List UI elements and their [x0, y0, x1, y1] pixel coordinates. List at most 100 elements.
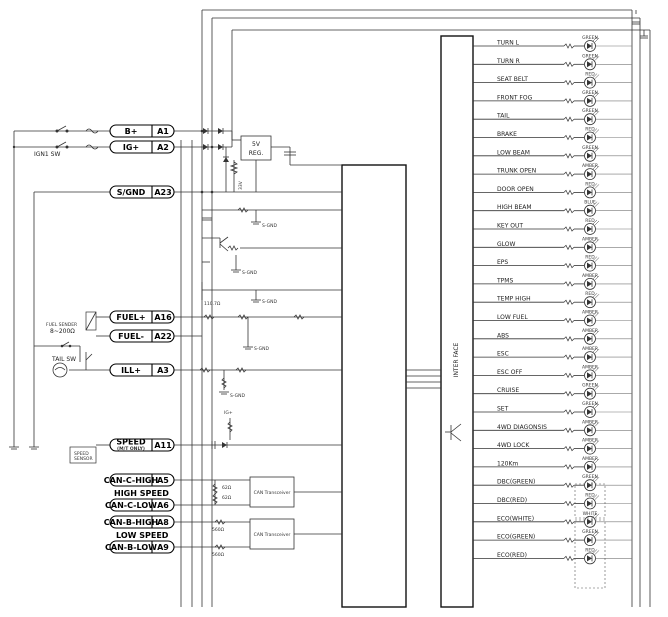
interface-label: INTER FACE	[453, 342, 460, 377]
fuel-sender-label-line1: FUEL SENDER	[46, 322, 77, 328]
indicator-color: BLUE	[584, 200, 596, 206]
power-input-wiring: 33V	[12, 125, 342, 440]
indicator-color: RED	[585, 127, 595, 133]
indicator-name: KEY OUT	[497, 223, 523, 230]
connector-label: CAN-B-LOW	[105, 543, 157, 552]
indicator-color: GREEN	[582, 383, 598, 389]
indicator-low-beam: LOW BEAM GREEN	[473, 145, 632, 162]
indicator-name: SET	[497, 406, 509, 413]
ig-plus-label: IG+	[224, 410, 233, 416]
speed-sensor-label-line1: SPEED	[74, 451, 89, 457]
can-resistor-2-label: 62Ω	[222, 495, 232, 501]
indicator-eps: EPS RED	[473, 255, 632, 272]
connector-pin: A3	[157, 366, 169, 375]
indicator-front-fog: FRONT FOG GREEN	[473, 90, 632, 107]
connector-label: FUEL+	[116, 313, 145, 322]
indicator-name: FRONT FOG	[497, 94, 533, 101]
indicator-color: GREEN	[582, 145, 598, 151]
indicator-name: LOW BEAM	[497, 149, 530, 156]
connector-label: SPEED	[116, 438, 146, 447]
connector-pin: A11	[154, 441, 172, 450]
speed-input-wiring	[9, 418, 342, 450]
connector-sublabel: (M/T ONLY)	[117, 446, 145, 452]
indicator-name: ECO(WHITE)	[497, 515, 534, 522]
connector-pin: A6	[157, 501, 169, 510]
can-transceiver-1-label: CAN Transceiver	[254, 490, 291, 496]
indicator-name: SEAT BELT	[497, 76, 528, 83]
connector-a2: IG+ A2	[109, 140, 175, 154]
indicator-color: AMBER	[582, 456, 598, 462]
can-transceiver-2	[249, 518, 295, 550]
indicator-color: GREEN	[582, 90, 598, 96]
sgnd-label-5: S-GND	[230, 393, 245, 399]
eco-group-outline	[574, 519, 606, 589]
interface-bus	[406, 369, 441, 389]
indicator-color: AMBER	[582, 364, 598, 370]
indicator-name: LOW FUEL	[497, 314, 528, 321]
connector-label: IG+	[123, 143, 139, 152]
connector-label: CAN-B-HIGH	[104, 518, 158, 527]
indicator-name: TPMS	[496, 277, 513, 284]
indicator-eco-green: ECO(GREEN)GREEN	[473, 529, 632, 546]
sgnd-wiring	[33, 190, 342, 440]
indicator-low-fuel: LOW FUEL AMBER	[473, 310, 632, 327]
indicator-name: EPS	[497, 259, 508, 266]
connector-pin: A23	[154, 188, 171, 197]
zener-label: 33V	[238, 180, 244, 190]
indicator-name: 4WD DIAGONSIS	[497, 424, 547, 431]
indicator-color: RED	[585, 493, 595, 499]
indicator-name: ESC OFF	[497, 369, 523, 376]
speed-sensor-label-line2: SENSOR	[74, 456, 93, 462]
indicator-color: AMBER	[582, 310, 598, 316]
can-transceiver-1	[249, 476, 295, 508]
ign-switch-label: IGN1 SW	[34, 151, 60, 158]
indicator-color: RED	[585, 72, 595, 78]
indicator-color: RED	[585, 255, 595, 261]
connector-label: CAN-C-HIGH	[104, 476, 158, 485]
indicator-color: AMBER	[582, 438, 598, 444]
can-wiring	[174, 479, 342, 550]
sgnd-label-4: S-GND	[254, 346, 269, 352]
indicator-name: DBC(GREEN)	[497, 479, 535, 486]
sgnd-label-1: S-GND	[262, 223, 277, 229]
connector-pin: A8	[157, 518, 169, 527]
connector-pin: A1	[157, 127, 169, 136]
connector-label: FUEL-	[118, 332, 144, 341]
indicator-name: TRUNK OPEN	[496, 168, 536, 175]
indicator-door-open: DOOR OPEN RED	[473, 181, 632, 199]
indicator-color: AMBER	[582, 346, 598, 352]
indicator-name: HIGH BEAM	[497, 204, 532, 211]
indicator-name: ESC	[497, 351, 509, 358]
indicator-esc: ESC AMBER	[473, 346, 632, 364]
indicator-eco-white: ECO(WHITE) WHITE	[473, 511, 632, 528]
indicator-color: AMBER	[582, 273, 598, 279]
connector-pin: A9	[157, 543, 169, 552]
indicator-high-beam: HIGH BEAM BLUE	[473, 200, 632, 217]
can-transceiver-2-label: CAN Transceiver	[254, 532, 291, 538]
can-b-resistor-2-label: 560Ω	[212, 552, 225, 558]
connector-pin: A5	[157, 476, 169, 485]
indicator-name: TEMP HIGH	[496, 296, 531, 303]
processor-block	[341, 164, 407, 608]
indicator-color: RED	[585, 181, 595, 187]
indicator-name: DOOR OPEN	[497, 186, 534, 193]
indicator-color: WHITE	[583, 511, 598, 517]
indicator-name: TURN R	[496, 58, 520, 65]
regulator-label-line1: 5V	[252, 141, 261, 148]
sgnd-label-2: S-GND	[242, 270, 257, 276]
connector-pin: A2	[157, 143, 169, 152]
